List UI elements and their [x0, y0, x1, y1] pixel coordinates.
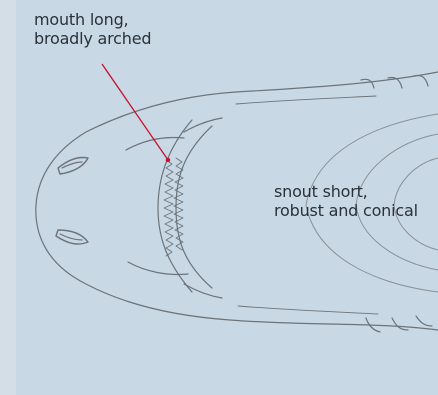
- teeth: [164, 160, 173, 256]
- body-line-lower: [238, 306, 378, 314]
- right-nostril: [56, 230, 88, 244]
- illustration-panel: mouth long, broadly arched snout short, …: [16, 0, 438, 395]
- mouth-lip-lower: [184, 284, 222, 298]
- body-line-upper: [236, 96, 376, 104]
- upper-fin-ridge: [361, 75, 428, 88]
- mouth-arch-inner: [176, 126, 212, 288]
- left-margin-strip: [0, 0, 16, 395]
- left-nostril: [58, 157, 88, 174]
- mouth-lip-upper: [184, 118, 222, 132]
- mouth-annotation: mouth long, broadly arched: [34, 10, 224, 48]
- lower-fin-ridge: [366, 316, 432, 332]
- snout-curve-2: [128, 262, 188, 275]
- snout-annotation: snout short, robust and conical: [274, 182, 438, 220]
- mouth-leader-dot: [166, 158, 170, 162]
